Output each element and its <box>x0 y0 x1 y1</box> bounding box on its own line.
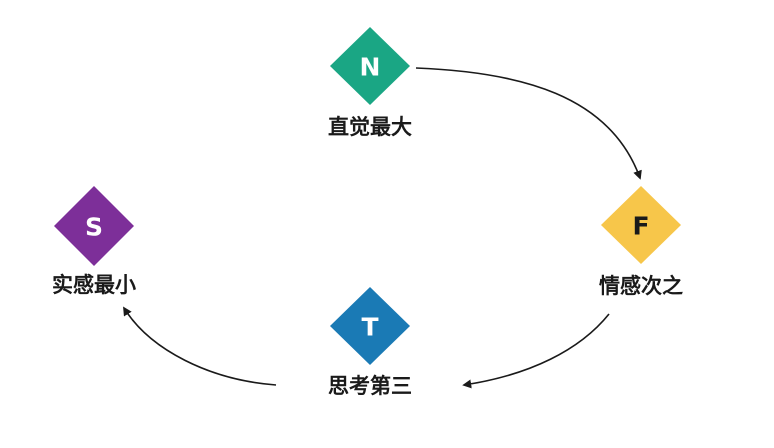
node-f-letter: F <box>632 212 649 241</box>
node-n: N 直觉最大 <box>328 27 412 139</box>
node-t: T 思考第三 <box>328 287 412 398</box>
node-t-label: 思考第三 <box>328 374 412 398</box>
node-n-label: 直觉最大 <box>328 115 412 139</box>
node-n-diamond <box>330 27 410 105</box>
arrow-t-to-s <box>123 306 277 386</box>
node-f-diamond <box>601 186 681 264</box>
node-t-diamond <box>330 287 410 365</box>
arrow-n-to-f <box>415 67 642 180</box>
node-f: F 情感次之 <box>599 186 683 298</box>
node-s-letter: S <box>85 213 103 242</box>
node-s-diamond <box>54 186 134 266</box>
node-s: S 实感最小 <box>52 186 136 297</box>
node-s-label: 实感最小 <box>52 273 136 297</box>
node-n-letter: N <box>360 53 381 82</box>
arrow-f-to-t <box>462 313 610 389</box>
node-t-letter: T <box>361 313 378 342</box>
node-f-label: 情感次之 <box>599 274 683 298</box>
